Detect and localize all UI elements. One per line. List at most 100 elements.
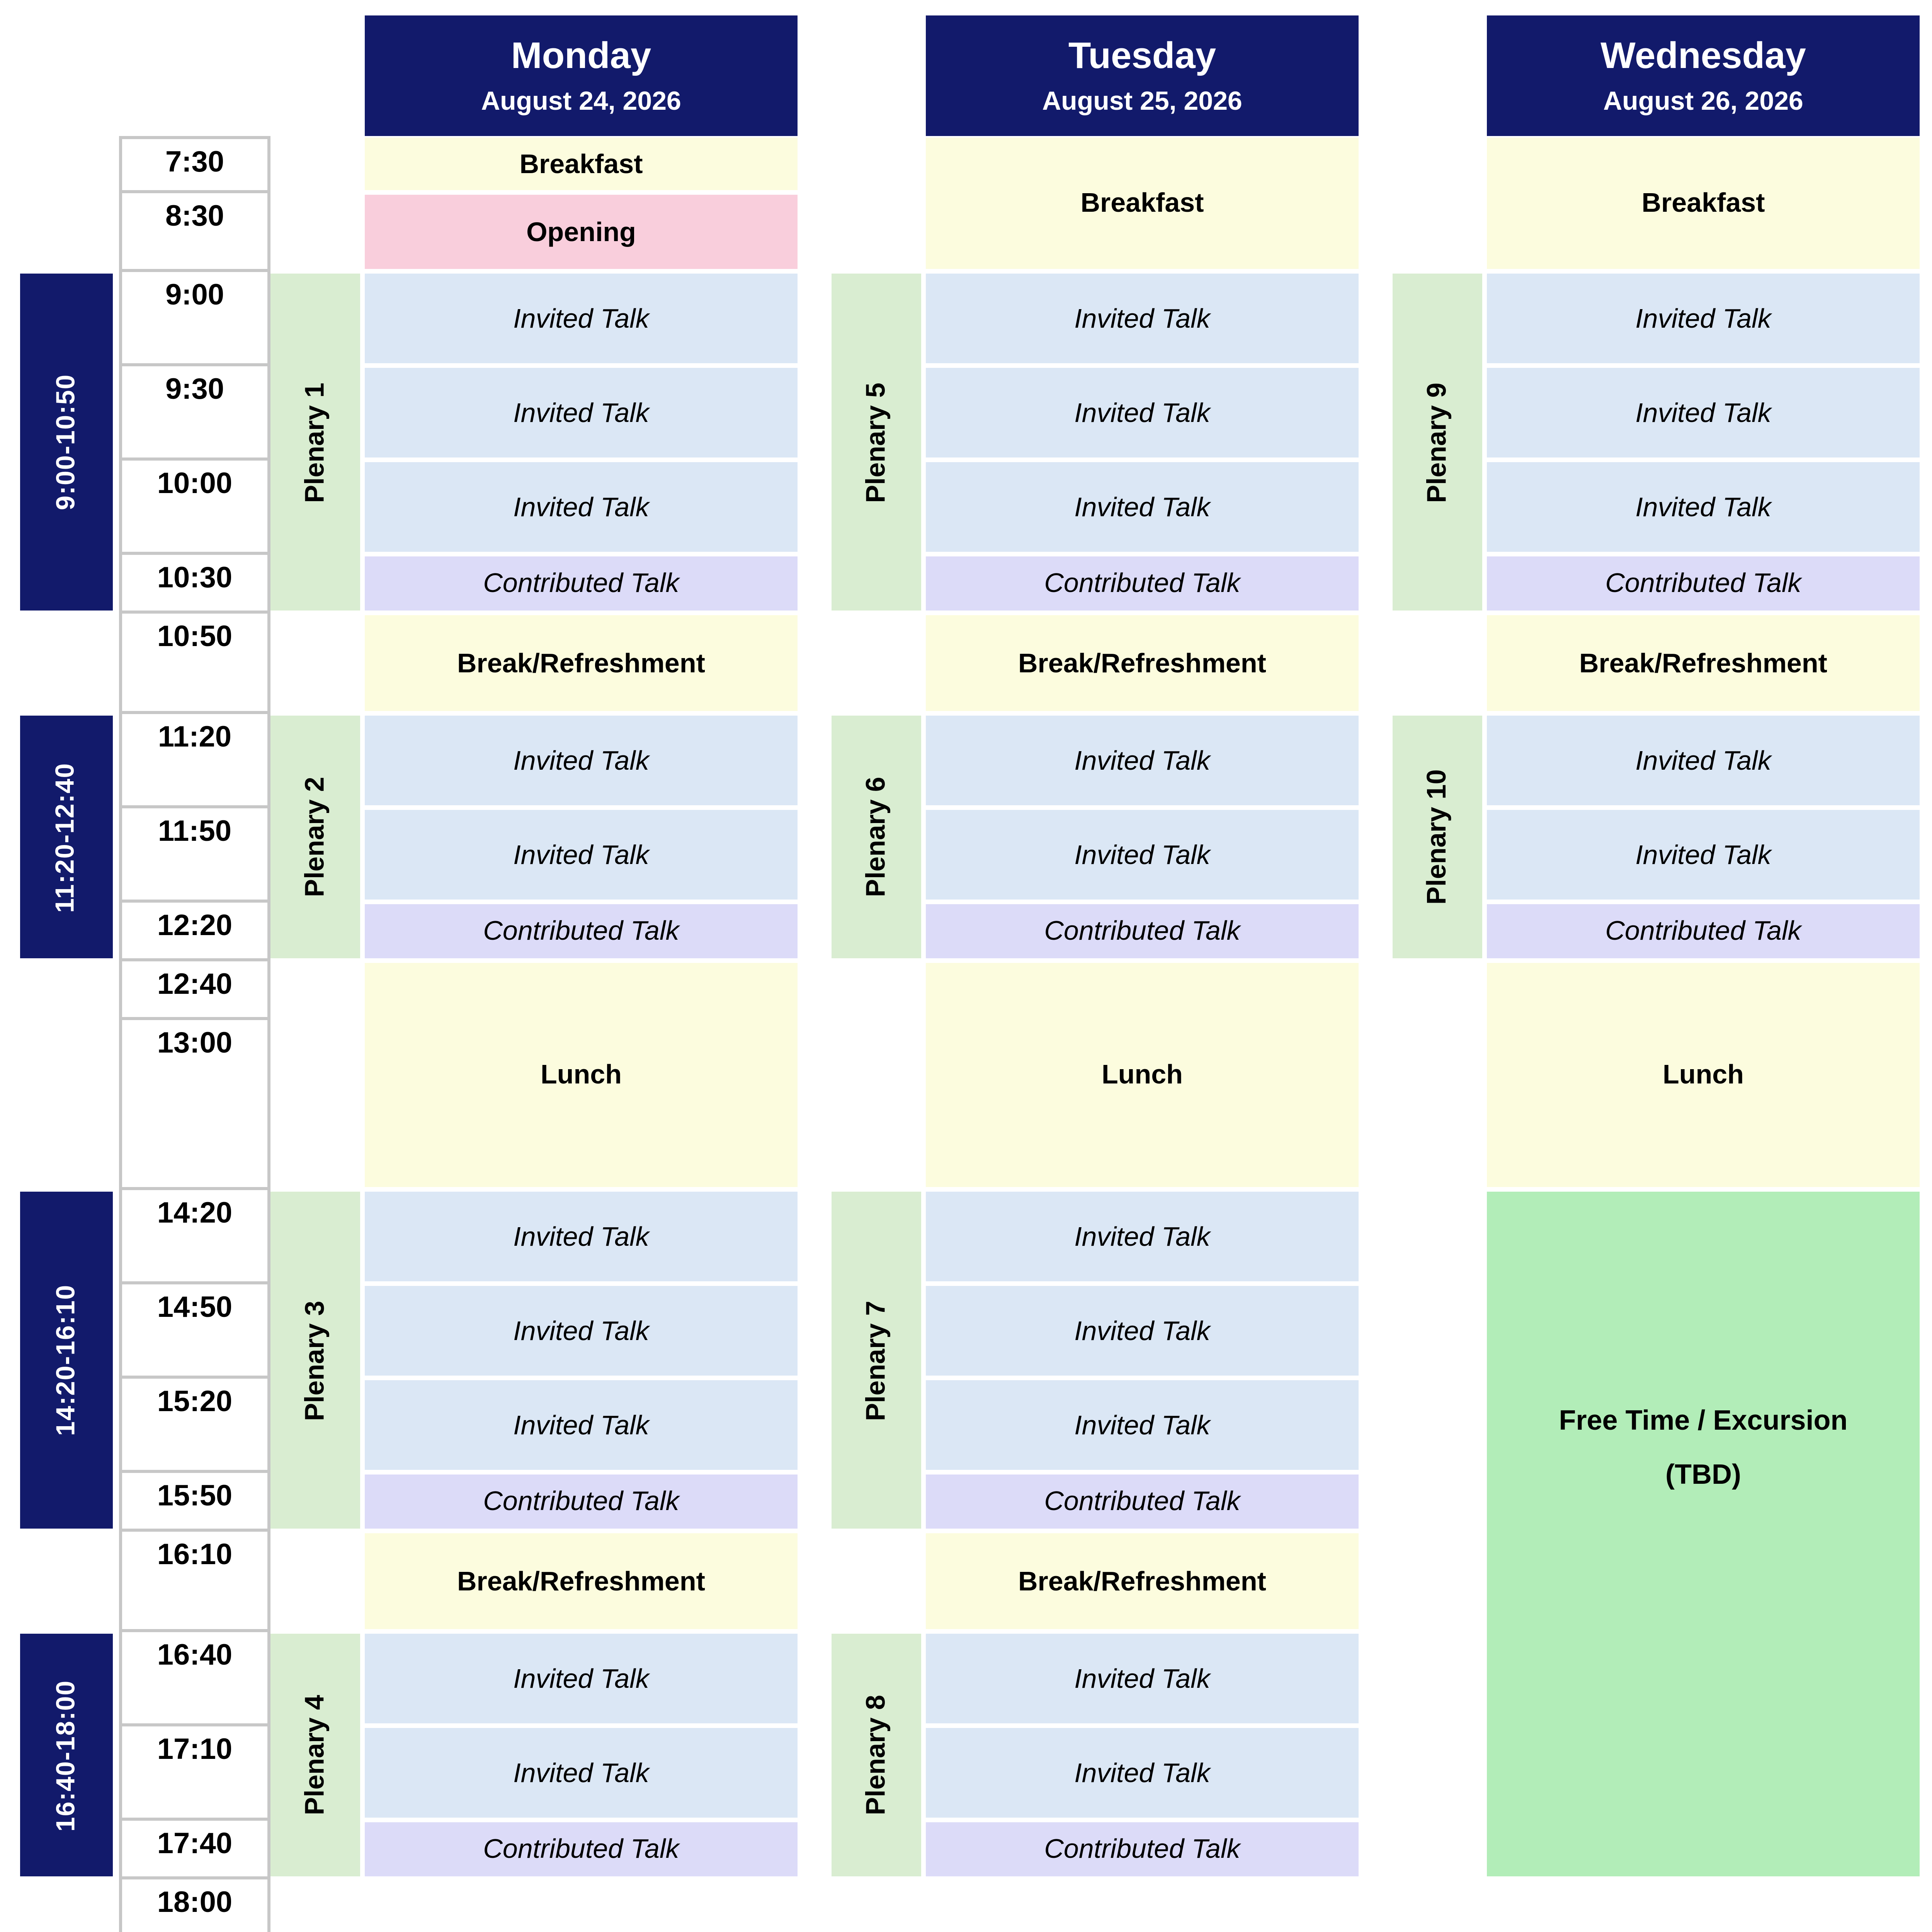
- time-cell: 16:10: [119, 1532, 270, 1632]
- plenary-strip: Plenary 8: [832, 1634, 921, 1876]
- day-date: August 25, 2026: [1042, 86, 1242, 115]
- time-range-block: 11:20-12:40: [20, 716, 113, 958]
- talk-label: Invited Talk: [513, 302, 649, 333]
- event-label: Breakfast: [1080, 187, 1204, 218]
- talk-invited: Invited Talk: [926, 274, 1359, 363]
- time-cell: 10:50: [119, 614, 270, 714]
- plenary-strip: Plenary 9: [1393, 274, 1482, 611]
- talk-label: Invited Talk: [513, 1315, 649, 1345]
- talk-contributed: Contributed Talk: [926, 556, 1359, 611]
- event-break: Break/Refreshment: [1487, 615, 1920, 711]
- event-breakfast: Breakfast: [365, 138, 798, 190]
- event-opening: Opening: [365, 195, 798, 269]
- talk-invited: Invited Talk: [926, 1728, 1359, 1818]
- plenary-label: Plenary 1: [299, 382, 330, 502]
- time-cell: 9:00: [119, 272, 270, 366]
- talk-invited: Invited Talk: [365, 1380, 798, 1470]
- event-lunch: Lunch: [926, 963, 1359, 1187]
- talk-invited: Invited Talk: [926, 716, 1359, 805]
- talk-invited: Invited Talk: [926, 1634, 1359, 1723]
- talk-label: Invited Talk: [513, 396, 649, 427]
- time-cell: 16:40: [119, 1632, 270, 1726]
- talk-label: Contributed Talk: [1044, 1833, 1240, 1864]
- time-range-block: 9:00-10:50: [20, 274, 113, 611]
- event-label: Breakfast: [519, 148, 643, 179]
- event-lunch: Lunch: [1487, 963, 1920, 1187]
- event-label: Break/Refreshment: [1018, 1565, 1266, 1596]
- talk-contributed: Contributed Talk: [926, 904, 1359, 958]
- talk-invited: Invited Talk: [926, 368, 1359, 457]
- talk-invited: Invited Talk: [926, 1192, 1359, 1281]
- talk-contributed: Contributed Talk: [365, 556, 798, 611]
- day-name: Monday: [511, 35, 651, 77]
- time-range-label: 11:20-12:40: [51, 762, 80, 912]
- plenary-label: Plenary 3: [299, 1300, 330, 1420]
- plenary-label: Plenary 9: [1421, 382, 1452, 502]
- time-range-block: 14:20-16:10: [20, 1192, 113, 1529]
- event-label: Opening: [526, 216, 636, 247]
- event-label: Lunch: [541, 1059, 622, 1090]
- day-date: August 24, 2026: [481, 86, 681, 115]
- event-break: Break/Refreshment: [365, 615, 798, 711]
- time-cell: 12:40: [119, 961, 270, 1020]
- event-label: Lunch: [1102, 1059, 1183, 1090]
- talk-label: Invited Talk: [1074, 1409, 1210, 1440]
- plenary-strip: Plenary 7: [832, 1192, 921, 1529]
- event-break: Break/Refreshment: [365, 1533, 798, 1629]
- talk-label: Invited Talk: [513, 1409, 649, 1440]
- talk-label: Invited Talk: [1635, 744, 1771, 775]
- time-cell: 15:50: [119, 1473, 270, 1532]
- talk-contributed: Contributed Talk: [926, 1822, 1359, 1876]
- talk-invited: Invited Talk: [365, 1286, 798, 1376]
- talk-label: Invited Talk: [513, 1757, 649, 1787]
- plenary-strip: Plenary 4: [270, 1634, 360, 1876]
- talk-label: Contributed Talk: [483, 1485, 679, 1516]
- talk-label: Contributed Talk: [1044, 567, 1240, 598]
- talk-invited: Invited Talk: [365, 274, 798, 363]
- plenary-label: Plenary 2: [299, 777, 330, 897]
- time-cell: 10:00: [119, 461, 270, 555]
- plenary-label: Plenary 7: [860, 1300, 891, 1420]
- day-date: August 26, 2026: [1603, 86, 1803, 115]
- event-breakfast: Breakfast: [1487, 138, 1920, 269]
- talk-label: Contributed Talk: [1044, 1485, 1240, 1516]
- day-header-tuesday: Tuesday August 25, 2026: [926, 15, 1359, 136]
- time-cell: 10:30: [119, 555, 270, 614]
- time-cell: 12:20: [119, 903, 270, 961]
- talk-invited: Invited Talk: [365, 716, 798, 805]
- talk-invited: Invited Talk: [365, 368, 798, 457]
- talk-label: Invited Talk: [1074, 491, 1210, 522]
- time-range-block: 16:40-18:00: [20, 1634, 113, 1876]
- plenary-strip: Plenary 5: [832, 274, 921, 611]
- talk-invited: Invited Talk: [365, 810, 798, 900]
- time-cell: 11:50: [119, 808, 270, 903]
- talk-contributed: Contributed Talk: [926, 1475, 1359, 1529]
- talk-label: Contributed Talk: [483, 915, 679, 946]
- talk-label: Invited Talk: [1635, 396, 1771, 427]
- talk-label: Invited Talk: [1635, 302, 1771, 333]
- day-header-wednesday: Wednesday August 26, 2026: [1487, 15, 1920, 136]
- time-cell: 11:20: [119, 714, 270, 808]
- event-freetime: Free Time / Excursion(TBD): [1487, 1192, 1920, 1876]
- time-cell: 18:00: [119, 1879, 270, 1932]
- talk-label: Contributed Talk: [1044, 915, 1240, 946]
- event-label: Break/Refreshment: [457, 647, 705, 678]
- event-break: Break/Refreshment: [926, 1533, 1359, 1629]
- time-cell: 17:40: [119, 1821, 270, 1879]
- plenary-label: Plenary 10: [1421, 769, 1452, 905]
- talk-label: Invited Talk: [513, 744, 649, 775]
- event-label: Break/Refreshment: [1579, 647, 1827, 678]
- talk-label: Contributed Talk: [483, 1833, 679, 1864]
- talk-contributed: Contributed Talk: [365, 904, 798, 958]
- talk-invited: Invited Talk: [926, 462, 1359, 552]
- talk-label: Invited Talk: [1074, 1757, 1210, 1787]
- plenary-strip: Plenary 2: [270, 716, 360, 958]
- talk-label: Invited Talk: [513, 1220, 649, 1251]
- talk-label: Invited Talk: [1074, 302, 1210, 333]
- time-range-label: 16:40-18:00: [51, 1679, 80, 1831]
- plenary-strip: Plenary 10: [1393, 716, 1482, 958]
- talk-invited: Invited Talk: [926, 810, 1359, 900]
- talk-label: Invited Talk: [1074, 744, 1210, 775]
- talk-label: Invited Talk: [513, 491, 649, 522]
- day-header-monday: Monday August 24, 2026: [365, 15, 798, 136]
